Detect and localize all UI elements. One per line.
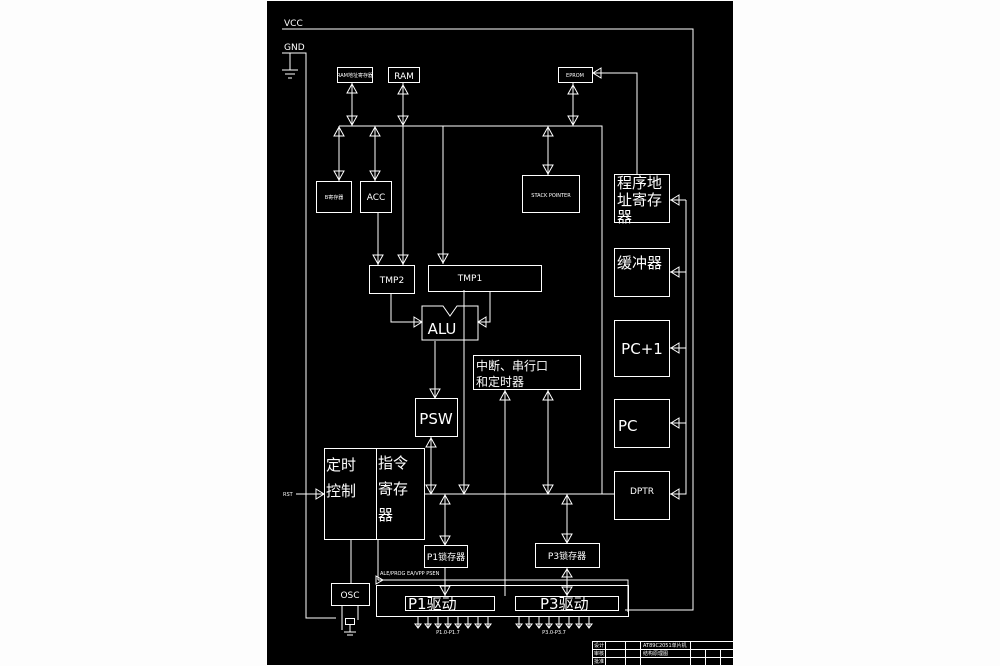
svg-text:和定时器: 和定时器 <box>476 374 524 389</box>
svg-text:批准: 批准 <box>594 658 604 665</box>
svg-text:P3锁存器: P3锁存器 <box>548 550 586 562</box>
p1-pins <box>414 617 492 629</box>
svg-text:器: 器 <box>617 208 632 226</box>
crystal-symbol <box>345 618 355 625</box>
rst-input: RST <box>283 488 325 500</box>
svg-text:寄存: 寄存 <box>378 480 408 498</box>
svg-text:EPROM: EPROM <box>566 73 584 79</box>
svg-text:P1驱动: P1驱动 <box>408 595 457 613</box>
interrupt-serial-timer-block: 中断、串行口 和定时器 <box>473 355 581 596</box>
stack-pointer-block: STACK POINTER <box>522 125 580 213</box>
svg-text:AT89C2051单片机: AT89C2051单片机 <box>643 642 687 649</box>
ale-psen-label: ALE/PROG EA/VPP PSEN <box>380 571 440 577</box>
svg-text:缓冲器: 缓冲器 <box>617 254 662 272</box>
b-register: B寄存器 <box>316 125 352 213</box>
tmp1-block: TMP1 <box>428 265 542 328</box>
ram-address-register: RAM地址寄存器 <box>337 67 373 127</box>
svg-text:STACK POINTER: STACK POINTER <box>531 193 571 199</box>
svg-text:P1.0-P1.7: P1.0-P1.7 <box>436 630 460 636</box>
ram-block: RAM <box>388 67 420 266</box>
svg-text:址寄存: 址寄存 <box>617 191 662 209</box>
svg-text:审核: 审核 <box>594 650 604 657</box>
p3-latch-block: P3锁存器 <box>535 493 600 596</box>
vcc-label: VCC <box>284 19 303 29</box>
power-rails: VCC GND <box>282 19 694 619</box>
svg-text:ACC: ACC <box>367 193 386 203</box>
left-margin <box>0 0 266 666</box>
sheet-frame <box>266 0 734 666</box>
gnd-label: GND <box>284 43 305 53</box>
svg-text:程序地: 程序地 <box>617 174 662 192</box>
svg-text:RAM: RAM <box>394 72 414 82</box>
pc-increment-block: PC+1 <box>614 320 670 377</box>
svg-text:P3.0-P3.7: P3.0-P3.7 <box>542 630 566 636</box>
drawing-sheet <box>266 0 734 666</box>
svg-text:控制: 控制 <box>326 482 356 500</box>
alu-block: ALU <box>421 305 479 400</box>
p1-driver-block: P1驱动 P1.0-P1.7 <box>405 595 495 636</box>
svg-text:RST: RST <box>283 492 294 498</box>
svg-text:定时: 定时 <box>326 456 356 474</box>
p1-latch-block: P1锁存器 <box>424 493 468 597</box>
svg-text:指令: 指令 <box>378 454 408 472</box>
svg-text:中断、串行口: 中断、串行口 <box>476 358 548 373</box>
svg-text:PC+1: PC+1 <box>621 340 663 358</box>
psw-block: PSW <box>415 398 458 496</box>
svg-text:结构原理图: 结构原理图 <box>643 650 668 657</box>
instruction-register-block: 指令 寄存 器 <box>376 448 425 540</box>
svg-text:PC: PC <box>618 417 638 435</box>
program-address-register: 程序地 址寄存 器 <box>614 174 670 226</box>
title-block: 设计 审核 批准 AT89C2051单片机 结构原理图 <box>592 641 734 666</box>
buffer-block: 缓冲器 <box>614 248 670 297</box>
svg-text:PSW: PSW <box>419 410 453 428</box>
svg-text:P3驱动: P3驱动 <box>540 595 589 613</box>
tmp2-block: TMP2 <box>369 265 423 328</box>
svg-text:OSC: OSC <box>340 591 359 601</box>
svg-text:TMP1: TMP1 <box>457 274 482 284</box>
p3-driver-block: P3驱动 P3.0-P3.7 <box>515 595 619 636</box>
svg-text:DPTR: DPTR <box>630 487 654 497</box>
svg-text:ALU: ALU <box>428 320 457 338</box>
right-margin <box>734 0 1000 666</box>
eprom-block: EPROM <box>558 67 638 174</box>
dptr-block: DPTR <box>602 471 670 520</box>
acc-block: ACC <box>360 125 392 266</box>
svg-text:B寄存器: B寄存器 <box>325 194 343 201</box>
pc-block: PC <box>614 399 670 448</box>
svg-text:设计: 设计 <box>594 642 604 649</box>
svg-text:器: 器 <box>378 506 393 524</box>
timing-control-block: 定时 控制 <box>324 448 377 540</box>
upper-bus <box>339 125 603 290</box>
address-bus-right <box>670 194 687 500</box>
svg-text:P1锁存器: P1锁存器 <box>427 551 465 563</box>
osc-block: OSC <box>331 583 370 636</box>
svg-text:TMP2: TMP2 <box>379 276 404 286</box>
port-driver-frame <box>376 585 629 617</box>
svg-text:RAM地址寄存器: RAM地址寄存器 <box>337 72 373 79</box>
gnd-rail <box>282 52 336 619</box>
p3-pins <box>515 617 593 629</box>
vcc-rail <box>282 28 694 611</box>
